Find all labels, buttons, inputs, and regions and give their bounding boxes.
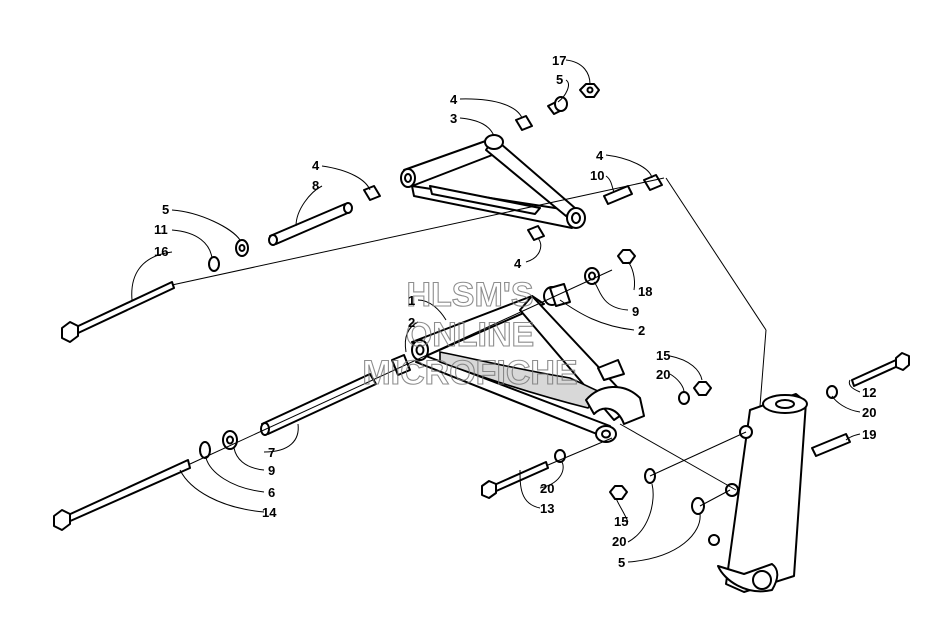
- callout-20-right: 20: [862, 405, 876, 420]
- callout-4-bottom: 4: [514, 256, 522, 271]
- callout-15-lower: 15: [614, 514, 628, 529]
- callout-20-upper: 20: [656, 367, 670, 382]
- callout-5-left: 5: [162, 202, 169, 217]
- callout-9-right: 9: [632, 304, 639, 319]
- callout-4-left: 4: [312, 158, 320, 173]
- callout-15-upper: 15: [656, 348, 670, 363]
- watermark-line-1: HLSM'S: [406, 276, 533, 314]
- callout-4-right: 4: [596, 148, 604, 163]
- watermark-line-2: ONLINE: [406, 316, 534, 354]
- watermark-line-3: MICROFICHE: [362, 354, 577, 392]
- callout-2-right: 2: [638, 323, 645, 338]
- callout-16: 16: [154, 244, 168, 259]
- callout-10: 10: [590, 168, 604, 183]
- callout-18: 18: [638, 284, 652, 299]
- watermark: HLSM'S ONLINE MICROFICHE: [362, 275, 578, 392]
- callout-5-top: 5: [556, 72, 563, 87]
- callout-5-lower: 5: [618, 555, 625, 570]
- callout-17: 17: [552, 53, 566, 68]
- callout-4-top: 4: [450, 92, 458, 107]
- callout-9-left: 9: [268, 463, 275, 478]
- callout-6: 6: [268, 485, 275, 500]
- callout-8: 8: [312, 178, 319, 193]
- callout-12: 12: [862, 385, 876, 400]
- callout-7: 7: [268, 445, 275, 460]
- callout-13: 13: [540, 501, 554, 516]
- callout-11: 11: [154, 222, 168, 237]
- callout-labels: 17 5 4 3 4 10 4 8 5 11 16 4 18 9 2 1 2 1…: [154, 53, 876, 570]
- steering-spindle: [609, 177, 910, 593]
- lower-a-arm: [411, 283, 645, 443]
- callout-2-left: 2: [408, 315, 415, 330]
- callout-20-middle: 20: [540, 481, 554, 496]
- callout-19: 19: [862, 427, 876, 442]
- upper-hardware: [61, 83, 665, 343]
- upper-a-arm: [400, 134, 586, 229]
- callout-3: 3: [450, 111, 457, 126]
- callout-1: 1: [408, 293, 415, 308]
- callout-20-lower: 20: [612, 534, 626, 549]
- leader-lines: [131, 59, 861, 563]
- callout-14: 14: [262, 505, 277, 520]
